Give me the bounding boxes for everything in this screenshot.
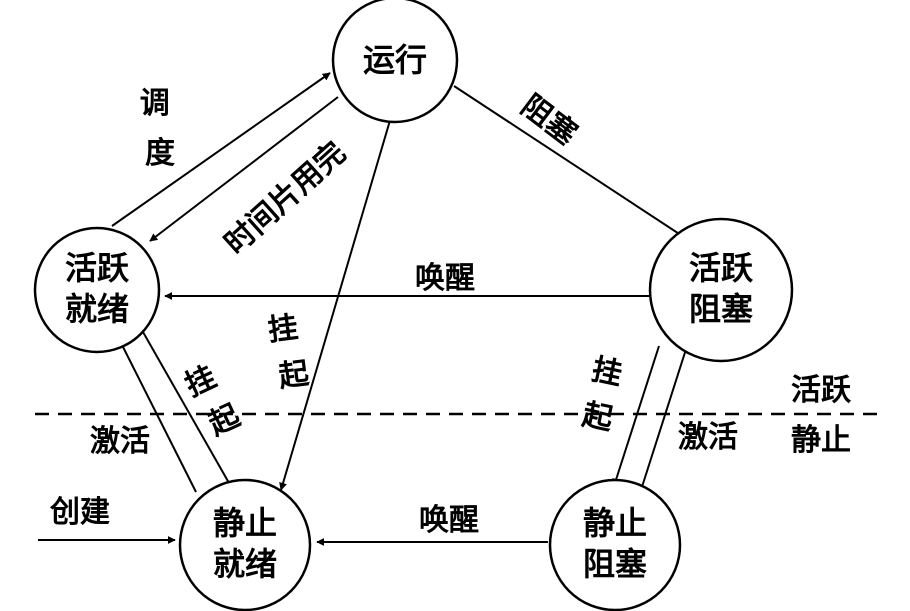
edge-schedule-arrow: [111, 72, 331, 227]
node-active-blocked-circle: [648, 217, 794, 363]
legend-active: 活跃: [791, 373, 852, 408]
node-active-ready-line-2: 就绪: [65, 290, 129, 328]
label-suspend-ready: 挂 起: [180, 355, 250, 445]
label-suspend-ready-char-2: 起: [204, 398, 247, 443]
label-schedule: 调 度: [140, 86, 180, 171]
edge-suspend-ready-arrow: [142, 331, 234, 491]
edge-timeslice-arrow: [149, 96, 339, 242]
node-static-blocked-circle: [548, 478, 682, 611]
edge-suspend-running-arrow: [279, 116, 392, 491]
label-suspend-blocked-char-1: 挂: [589, 352, 626, 392]
edge-activate-ready-arrow: [117, 336, 197, 493]
edge-suspend-blocked-arrow: [612, 345, 660, 487]
node-running[interactable]: 运行: [331, 0, 459, 124]
node-active-ready-line-1: 活跃: [65, 249, 130, 287]
label-activate-ready: 激活: [90, 424, 150, 459]
node-running-circle: [331, 0, 459, 124]
label-activate-blocked: 激活: [678, 420, 738, 455]
label-suspend-running-char-1: 挂: [266, 310, 300, 348]
label-wake-static: 唤醒: [419, 503, 479, 538]
label-suspend-running-char-2: 起: [277, 356, 312, 395]
node-active-ready[interactable]: 活跃 就绪: [33, 226, 161, 354]
label-block: 阻塞: [514, 88, 583, 152]
label-suspend-running: 挂 起: [266, 309, 316, 395]
label-timeslice: 时间片用完: [218, 135, 353, 261]
label-suspend-ready-char-1: 挂: [180, 360, 222, 404]
label-suspend-blocked: 挂 起: [579, 352, 635, 440]
label-create: 创建: [49, 495, 110, 530]
node-active-blocked-line-2: 阻塞: [689, 290, 753, 328]
label-schedule-char-2: 度: [145, 136, 175, 171]
node-static-ready-line-1: 静止: [213, 504, 277, 542]
node-static-ready[interactable]: 静止 就绪: [178, 478, 312, 611]
label-wake-active: 唤醒: [415, 261, 475, 296]
edge-activate-blocked-arrow: [640, 342, 690, 491]
label-suspend-blocked-char-2: 起: [579, 397, 617, 438]
node-active-blocked[interactable]: 活跃 阻塞: [648, 217, 794, 363]
node-static-blocked[interactable]: 静止 阻塞: [548, 478, 682, 611]
node-active-blocked-line-1: 活跃: [689, 249, 754, 287]
legend-static: 静止: [791, 423, 851, 458]
node-static-ready-line-2: 就绪: [213, 545, 277, 583]
node-running-label: 运行: [363, 41, 427, 79]
node-active-ready-circle: [33, 226, 161, 354]
node-static-ready-circle: [178, 478, 312, 611]
node-static-blocked-line-2: 阻塞: [583, 545, 647, 583]
edge-block-arrow: [453, 85, 694, 244]
node-static-blocked-line-1: 静止: [583, 504, 647, 542]
label-schedule-char-1: 调: [140, 86, 170, 121]
